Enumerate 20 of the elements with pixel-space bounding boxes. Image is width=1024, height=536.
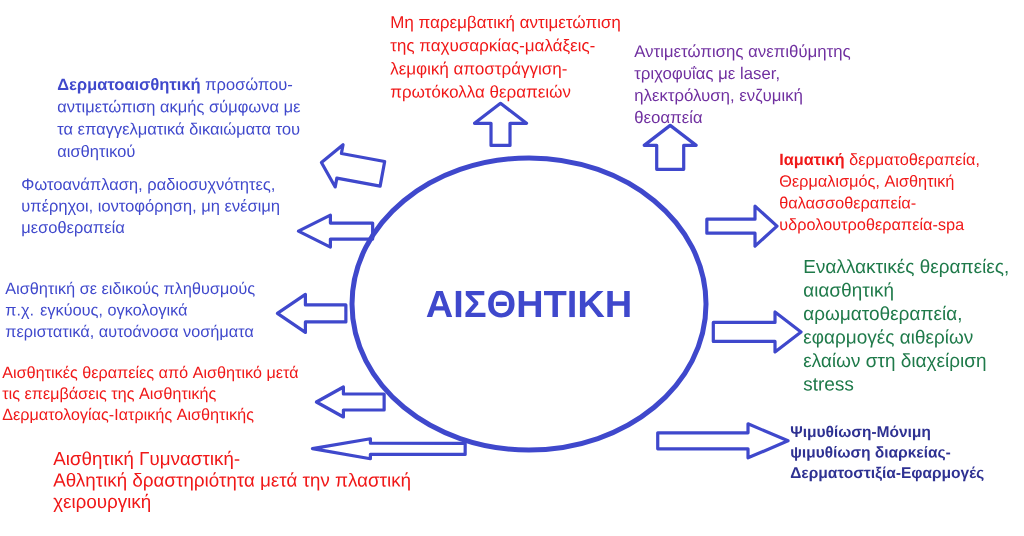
topic-text: Αισθητική σε ειδικούς πληθυσμούς π.χ. εγκύους, ογκολογικά περιστατικά, αυτοάνοσα νοσήματα: [5, 281, 255, 341]
block-arrow: [642, 123, 698, 171]
topic-text: Μη παρεμβατική αντιμετώπιση της παχυσαρκίας-μαλάξεις- λεμφική αποστράγγιση- πρωτόκολλα θεραπειών: [390, 15, 620, 102]
topic-text: Ψιμυθίωση-Μόνιμη ψιμυθίωση διαρκείας- Δερματοστιξία-Εφαρμογές: [790, 425, 984, 482]
topic-text: Φωτοανάπλαση, ραδιοσυχνότητες, υπέρηχοι, ιοντοφόρηση, μη ενέσιμη μεσοθεραπεία: [22, 177, 279, 237]
topic-text: Ιαματική δερματοθεραπεία, Θερμαλισμός, Αισθητική θαλασσοθεραπεία- υδρολουτροθεραπεία-spa: [780, 152, 979, 234]
block-arrow: [310, 437, 467, 461]
block-arrow: [314, 385, 386, 419]
block-arrow: [711, 310, 803, 354]
topic-text: Αισθητικές θεραπείες από Αισθητικό μετά τις επεμβάσεις της Αισθητικής Δερματολογίας-Ιατρικής Αισθητικής: [2, 365, 299, 424]
block-arrow: [705, 204, 779, 248]
topic-text: Εναλλακτικές θεραπείες, αιασθητική αρωματοθεραπεία, εφαρμογές αιθερίων ελαίων στη διαχείριση stress: [803, 258, 1008, 391]
block-arrow: [472, 101, 529, 147]
block-arrow: [319, 143, 387, 189]
topic-text: Αισθητική Γυμναστική- Αθλητική δραστηριότητα μετά την πλαστική χειρουργική: [53, 450, 410, 512]
block-arrow: [275, 292, 348, 334]
topic-text: Δερματοαισθητική προσώπου- αντιμετώπιση ακμής σύμφωνα με τα επαγγελματικά δικαιώματα του αισθητικού: [57, 77, 301, 161]
block-arrow: [296, 213, 375, 249]
block-arrow: [656, 422, 790, 460]
topic-text: Αντιμετώπισης ανεπιθύμητης τριχοφυΐας με laser, ηλεκτρόλυση, ενζυμική θεοαπεία: [634, 44, 851, 124]
